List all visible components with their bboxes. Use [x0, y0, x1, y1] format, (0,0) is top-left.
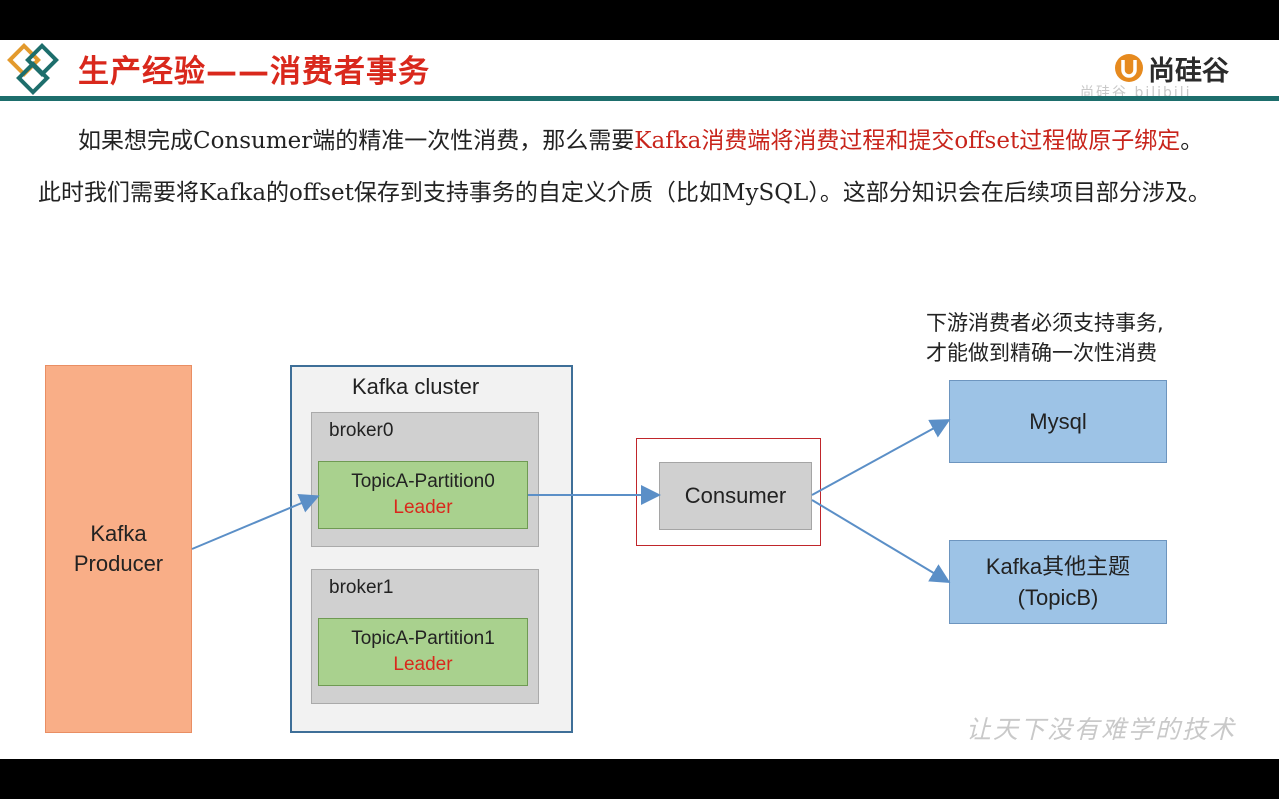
- transaction-note: 下游消费者必须支持事务, 才能做到精确一次性消费: [926, 308, 1164, 368]
- diamond-logo-icon: [7, 43, 59, 95]
- topicb-box: Kafka其他主题 (TopicB): [949, 540, 1167, 624]
- arrow-consumer-to-mysql: [811, 419, 951, 496]
- paragraph-seg3: 。此时我们需要将Kafka的offset保存到支持事务的自定义介质（比如MySQ…: [38, 128, 1211, 206]
- producer-line2: Producer: [73, 551, 164, 576]
- producer-line1: Kafka: [90, 521, 147, 546]
- partition1-role: Leader: [393, 654, 453, 675]
- paragraph-seg1: 如果想完成Consumer端的精准一次性消费，那么需要: [78, 128, 635, 154]
- partition0-role: Leader: [393, 497, 453, 518]
- slide: 生产经验——消费者事务 尚硅谷 尚硅谷 bilibili 如果想完成Consum…: [0, 40, 1279, 759]
- mysql-box: Mysql: [949, 380, 1167, 463]
- body-paragraph: 如果想完成Consumer端的精准一次性消费，那么需要Kafka消费端将消费过程…: [38, 115, 1218, 219]
- partition0-box: TopicA-Partition0 Leader: [318, 461, 528, 529]
- cluster-label: Kafka cluster: [352, 374, 480, 399]
- producer-box: Kafka Producer: [45, 365, 192, 733]
- note-line1: 下游消费者必须支持事务,: [926, 311, 1164, 335]
- brand-logo: 尚硅谷: [1114, 50, 1229, 87]
- paragraph-highlight: Kafka消费端将消费过程和提交offset过程做原子绑定: [634, 128, 1181, 154]
- partition1-box: TopicA-Partition1 Leader: [318, 618, 528, 686]
- slide-title: 生产经验——消费者事务: [78, 54, 430, 90]
- title-rule: [0, 96, 1279, 101]
- broker1-label: broker1: [329, 577, 394, 598]
- note-line2: 才能做到精确一次性消费: [926, 341, 1157, 365]
- consumer-box: Consumer: [659, 462, 812, 530]
- topicb-line2: (TopicB): [1017, 585, 1099, 610]
- brand-u-icon: [1115, 54, 1143, 82]
- brand-name: 尚硅谷: [1148, 55, 1229, 87]
- partition1-name: TopicA-Partition1: [351, 628, 495, 649]
- arrow-consumer-to-topicb: [811, 499, 951, 584]
- broker0-label: broker0: [329, 420, 394, 441]
- topicb-line1: Kafka其他主题: [985, 554, 1131, 579]
- partition0-name: TopicA-Partition0: [351, 471, 495, 492]
- watermark-slogan: 让天下没有难学的技术: [966, 715, 1237, 744]
